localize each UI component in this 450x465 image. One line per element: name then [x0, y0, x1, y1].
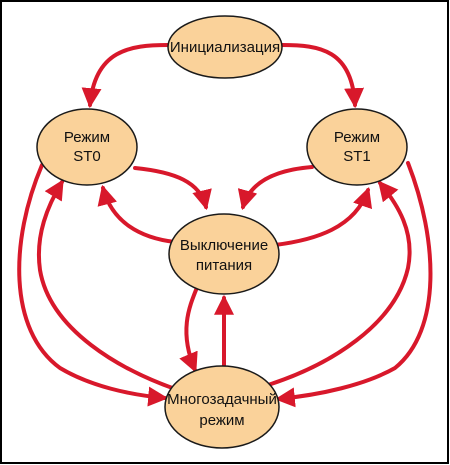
edge-st0-to-power	[133, 166, 212, 211]
node-st1: Режим ST1	[306, 108, 408, 186]
node-st0: Режим ST0	[36, 108, 138, 186]
node-st0-label-line1: Режим	[64, 129, 110, 146]
edge-st1-to-power	[237, 165, 314, 211]
node-multi: Многозадачный режим	[164, 365, 280, 449]
node-init: Инициализация	[167, 15, 283, 79]
edge-st0-to-multi	[17, 163, 169, 407]
node-power: Выключение питания	[168, 213, 280, 295]
node-multi-label-line2: режим	[199, 412, 244, 429]
node-st1-label-line1: Режим	[334, 129, 380, 146]
node-multi-label-line1: Многозадачный	[167, 391, 277, 408]
edge-init-to-st1	[280, 43, 365, 109]
edge-power-to-multi	[179, 283, 200, 373]
node-power-label-line2: питания	[196, 257, 252, 274]
edge-st1-to-multi	[274, 161, 433, 408]
edge-multi-to-st1	[266, 180, 412, 387]
node-st0-label-line2: ST0	[73, 148, 101, 165]
node-init-label: Инициализация	[170, 39, 280, 56]
node-st1-label-line2: ST1	[343, 148, 371, 165]
edge-power-to-st1	[273, 186, 373, 247]
edge-init-to-st0	[81, 43, 170, 109]
edge-power-to-st0	[97, 184, 177, 244]
edge-multi-to-st0	[37, 179, 180, 392]
node-power-label-line1: Выключение	[180, 237, 268, 254]
